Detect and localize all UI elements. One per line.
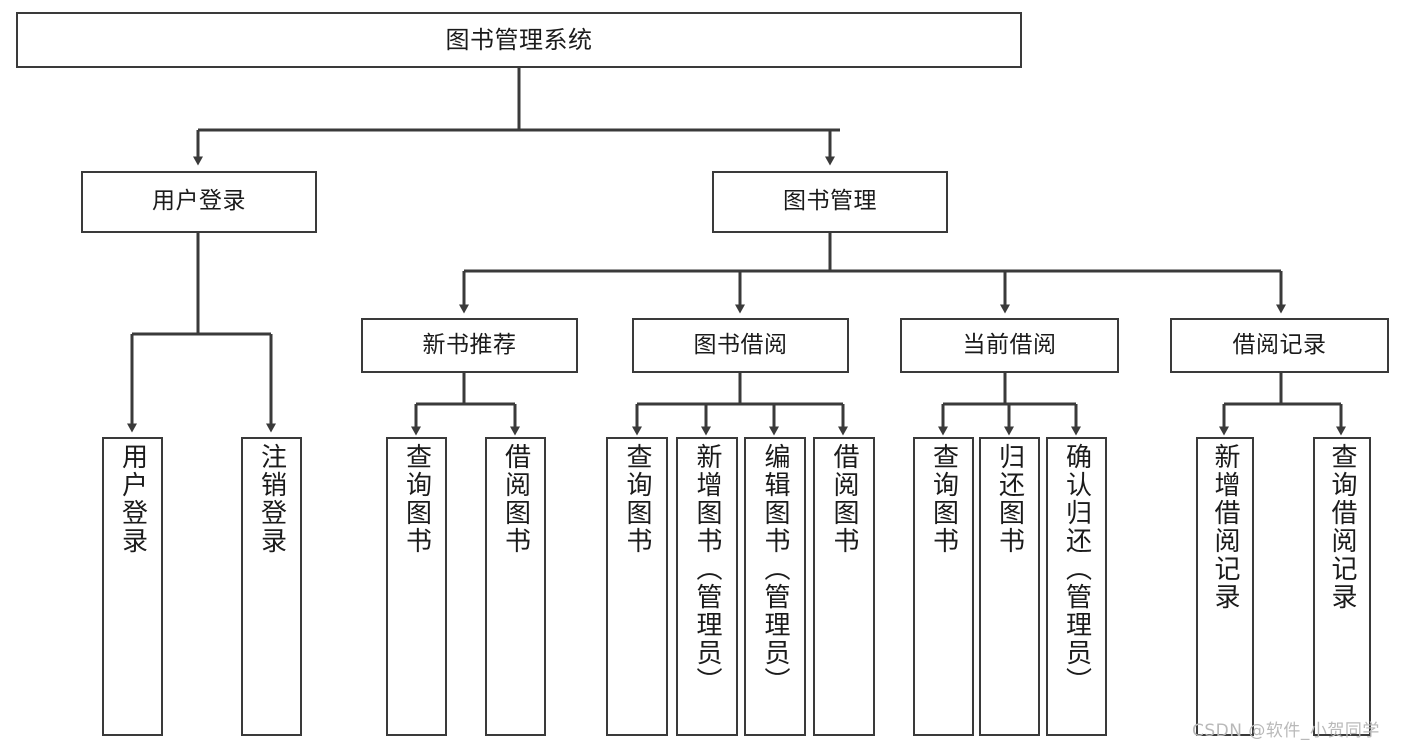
node-label: 借阅图书 (829, 443, 859, 555)
node-leaf-borrow-book-2[interactable]: 借阅图书 (813, 437, 875, 736)
node-label: 查询图书 (622, 443, 652, 555)
node-leaf-borrow-book-1[interactable]: 借阅图书 (485, 437, 546, 736)
node-label: 注销登录 (256, 443, 287, 555)
node-new-book-recommend[interactable]: 新书推荐 (361, 318, 578, 373)
node-current-borrow[interactable]: 当前借阅 (900, 318, 1119, 373)
node-label: 当前借阅 (962, 331, 1057, 358)
node-label: 用户登录 (117, 443, 148, 555)
node-label: 图书管理系统 (445, 25, 593, 54)
node-borrow-record[interactable]: 借阅记录 (1170, 318, 1389, 373)
node-label: 查询图书 (928, 443, 959, 555)
node-label: 确认归还（管理员） (1061, 443, 1092, 695)
node-label: 编辑图书（管理员） (760, 443, 790, 695)
node-leaf-query-book-1[interactable]: 查询图书 (386, 437, 447, 736)
node-leaf-add-book[interactable]: 新增图书（管理员） (676, 437, 738, 736)
csdn-watermark: CSDN @软件_小贺同学 (1192, 721, 1380, 741)
node-label: 用户登录 (152, 188, 246, 215)
node-label: 借阅图书 (500, 443, 531, 555)
node-leaf-user-login[interactable]: 用户登录 (102, 437, 163, 736)
node-label: 新增借阅记录 (1210, 443, 1240, 611)
node-label: 图书管理 (783, 188, 877, 215)
node-root-book-management-system[interactable]: 图书管理系统 (16, 12, 1022, 68)
node-book-borrow[interactable]: 图书借阅 (632, 318, 849, 373)
node-label: 新书推荐 (422, 331, 517, 358)
node-leaf-edit-book[interactable]: 编辑图书（管理员） (744, 437, 806, 736)
node-label: 查询借阅记录 (1327, 443, 1357, 611)
node-label: 借阅记录 (1232, 331, 1327, 358)
node-leaf-query-book-2[interactable]: 查询图书 (606, 437, 668, 736)
node-leaf-logout-login[interactable]: 注销登录 (241, 437, 302, 736)
node-label: 查询图书 (401, 443, 432, 555)
node-label: 归还图书 (994, 443, 1025, 555)
node-user-login[interactable]: 用户登录 (81, 171, 317, 233)
node-leaf-confirm-return[interactable]: 确认归还（管理员） (1046, 437, 1107, 736)
node-label: 新增图书（管理员） (692, 443, 722, 695)
node-leaf-return-book[interactable]: 归还图书 (979, 437, 1040, 736)
node-leaf-add-record[interactable]: 新增借阅记录 (1196, 437, 1254, 736)
node-leaf-query-record[interactable]: 查询借阅记录 (1313, 437, 1371, 736)
node-book-management[interactable]: 图书管理 (712, 171, 948, 233)
node-leaf-query-book-3[interactable]: 查询图书 (913, 437, 974, 736)
node-label: 图书借阅 (693, 331, 788, 358)
